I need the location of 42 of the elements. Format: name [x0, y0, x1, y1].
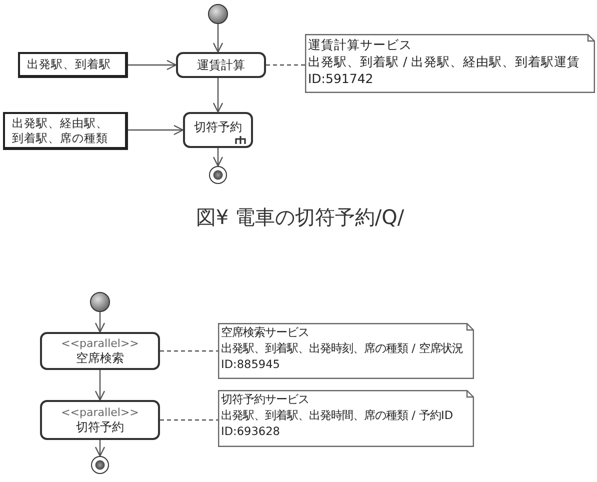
note-heading: 切符予約サービス	[221, 392, 309, 408]
action-label: 空席検索	[76, 351, 124, 366]
note	[218, 323, 474, 379]
dashed-line	[160, 419, 218, 421]
note-heading: 運賃計算サービス	[308, 36, 412, 53]
note-text: 出発駅、到着駅、出発時間、席の種類 / 予約ID	[221, 408, 454, 424]
end-circle	[209, 166, 227, 184]
note	[218, 390, 474, 447]
stereotype-label: <<parallel>>	[61, 405, 139, 420]
arrow	[94, 370, 106, 401]
note-id: ID:885945	[221, 357, 280, 373]
dashed-line	[266, 64, 305, 66]
action-box	[183, 112, 253, 148]
arrow	[128, 60, 177, 70]
arrow	[94, 312, 106, 333]
dashed-line	[160, 350, 218, 352]
end-circle	[91, 456, 109, 474]
arrow	[212, 148, 224, 167]
arrow	[94, 440, 106, 457]
note-heading: 空席検索サービス	[221, 325, 309, 341]
object-box	[3, 112, 128, 150]
figure-caption: 図¥ 電車の切符予約/Q/	[196, 205, 404, 229]
object-label: 出発駅、到着駅	[27, 57, 111, 72]
action-label: 切符予約	[76, 420, 124, 435]
object-box	[18, 52, 128, 78]
start-circle	[90, 292, 110, 312]
note-id: ID:693628	[221, 424, 280, 440]
action-box	[40, 400, 160, 440]
note-text: 出発駅、到着駅 / 出発駅、経由駅、到着駅運賃	[308, 53, 580, 70]
arrow	[212, 78, 224, 113]
arrow	[128, 124, 184, 136]
stereotype-label: <<parallel>>	[61, 336, 139, 351]
action-label: 切符予約	[194, 120, 242, 135]
note-id: ID:591742	[308, 70, 374, 87]
action-box	[40, 332, 160, 370]
action-label: 運賃計算	[197, 58, 245, 72]
note-text: 出発駅、到着駅、出発時刻、席の種類 / 空席状況	[221, 341, 463, 357]
start-circle	[208, 4, 228, 24]
note	[305, 34, 595, 93]
action-box	[176, 52, 266, 78]
arrow	[212, 24, 224, 53]
object-label: 出発駅、経由駅、到着駅、席の種類	[12, 116, 109, 146]
